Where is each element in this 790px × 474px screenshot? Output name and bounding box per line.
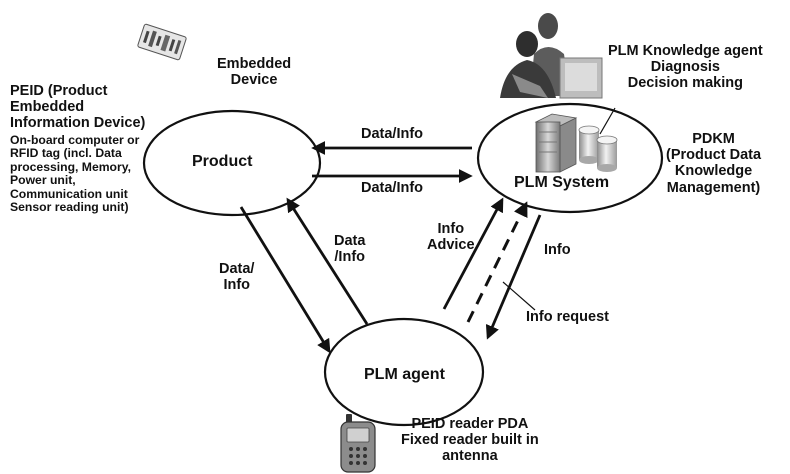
peid-title-label: PEID (Product Embedded Information Devic… [10,83,146,132]
people-at-computer-icon [500,13,603,99]
arrow-info-request-dashed [466,201,528,323]
pda-phone-icon [340,414,376,473]
knowledge-agent-pointer [599,107,616,135]
reader-label: PEID reader PDA Fixed reader built in an… [401,416,539,465]
arrow-agent-to-system [442,197,504,310]
arrow-agent-to-product [286,197,369,325]
arrow-system-to-agent [485,214,542,340]
edge-label-agent-to-product: Data /Info [334,233,366,266]
peid-details-label: On-board computer or RFID tag (incl. Dat… [10,133,140,215]
pdkm-label: PDKM (Product Data Knowledge Management) [666,131,762,196]
plm-agent-label: PLM agent [364,366,445,383]
edge-label-system-to-product: Data/Info [361,126,424,142]
edge-label-info-request: Info request [526,309,609,325]
edge-label-product-to-agent: Data/ Info [219,261,255,294]
embedded-device-label: Embedded Device [217,56,292,89]
plm-agent-node [323,317,485,427]
knowledge-agent-label: PLM Knowledge agent Diagnosis Decision m… [608,43,763,92]
rfid-chip-icon [137,23,187,61]
edge-label-system-to-agent: Info [544,242,571,258]
edge-label-agent-to-system: Info Advice [427,221,475,254]
plm-system-label: PLM System [514,174,610,191]
arrow-product-to-agent [239,206,331,354]
edge-label-product-to-system: Data/Info [361,180,424,196]
info-request-pointer [502,281,536,311]
product-node [142,109,322,217]
server-database-icon [534,113,618,173]
product-label: Product [192,153,253,170]
